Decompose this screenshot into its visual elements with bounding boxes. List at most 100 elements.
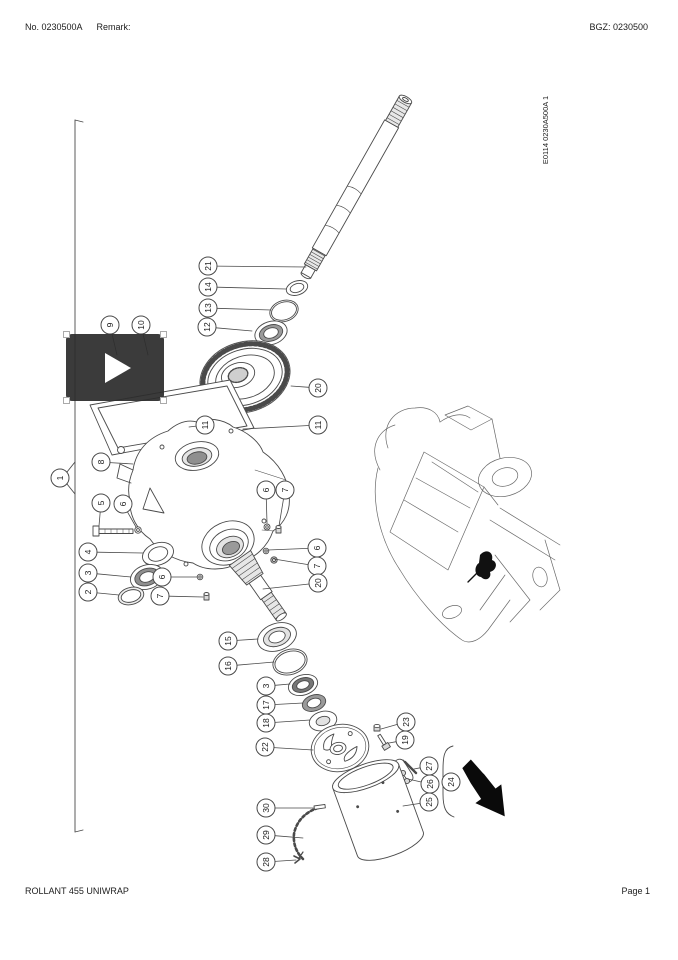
remark-label: Remark: [96,22,131,32]
svg-text:12: 12 [202,322,212,332]
snap-ring-16 [272,648,308,676]
bgz-number: BGZ: 0230500 [589,22,648,32]
callout-3: 3 [256,676,291,696]
callout-28: 28 [256,852,297,872]
ring-2 [117,586,145,606]
svg-text:15: 15 [223,636,233,646]
svg-text:4: 4 [83,549,93,554]
svg-text:23: 23 [401,717,411,727]
washer [134,526,142,534]
svg-text:25: 25 [424,797,434,807]
callout-5: 5 [91,493,111,527]
chain-clip-28 [293,855,301,864]
svg-text:5: 5 [96,500,106,505]
svg-text:20: 20 [313,383,323,393]
svg-text:22: 22 [260,742,270,752]
header-left: No. 0230500A Remark: [25,22,131,32]
callout-8: 8 [91,452,134,472]
svg-text:16: 16 [223,661,233,671]
play-icon[interactable] [105,352,131,383]
output-flange [310,723,370,773]
callout-14: 14 [198,277,287,297]
svg-text:3: 3 [83,570,93,575]
bolt-19 [377,733,391,751]
callout-11: 11 [242,415,328,435]
callout-16: 16 [218,656,275,676]
bearing-15 [257,622,297,652]
svg-text:6: 6 [312,545,322,550]
callout-7: 7 [275,480,295,527]
callout-25: 25 [402,792,439,812]
callout-6: 6 [152,567,198,587]
callout-27: 27 [413,756,439,776]
callout-11: 11 [188,415,215,435]
nut-23 [373,723,381,732]
svg-text:1: 1 [55,475,65,480]
svg-text:27: 27 [424,761,434,771]
resize-handle[interactable] [63,397,70,404]
svg-text:7: 7 [155,593,165,598]
svg-text:10: 10 [136,320,146,330]
callout-2: 2 [78,582,120,602]
callout-30: 30 [256,798,315,818]
svg-text:20: 20 [313,578,323,588]
svg-text:3: 3 [261,683,271,688]
gearbox-location-marker [475,551,496,580]
callout-7: 7 [150,586,204,606]
callout-15: 15 [218,631,259,651]
callout-7: 7 [273,556,327,576]
resize-handle[interactable] [63,331,70,338]
flange-bolt [92,525,134,537]
doc-number: No. 0230500A [25,22,83,32]
svg-text:24: 24 [446,777,456,787]
callout-6: 6 [267,538,327,558]
snap-ring-13 [269,299,299,323]
group-bracket [66,119,84,833]
callout-1: 1 [50,468,70,488]
input-shaft [300,94,413,280]
seal-ring-14 [285,280,309,296]
svg-text:28: 28 [261,857,271,867]
callout-13: 13 [198,298,272,318]
resize-handle[interactable] [160,331,167,338]
svg-text:6: 6 [261,487,271,492]
bearing-3b [287,673,319,697]
callout-24: 24 [441,772,461,792]
svg-text:18: 18 [261,718,271,728]
resize-handle[interactable] [160,397,167,404]
seal-17 [301,694,327,712]
callout-6: 6 [113,494,137,528]
callout-22: 22 [255,737,314,757]
video-player-overlay[interactable] [63,331,167,404]
svg-text:6: 6 [118,501,128,506]
svg-text:2: 2 [83,589,93,594]
model-name: ROLLANT 455 UNIWRAP [25,886,129,896]
callout-20: 20 [262,573,328,593]
svg-text:7: 7 [312,563,322,568]
svg-text:26: 26 [425,779,435,789]
callout-23: 23 [380,712,416,732]
svg-text:17: 17 [261,700,271,710]
svg-text:30: 30 [261,803,271,813]
callout-12: 12 [197,317,253,337]
callout-4: 4 [78,542,144,562]
safety-chain [292,806,320,861]
svg-text:7: 7 [280,487,290,492]
machine-sketch [374,405,561,643]
svg-text:14: 14 [203,282,213,292]
seal-4 [142,541,174,567]
page-number: Page 1 [621,886,650,896]
pinion-shaft [228,550,287,622]
callout-21: 21 [198,256,307,276]
plug-set [196,523,282,601]
svg-text:13: 13 [203,303,213,313]
svg-text:19: 19 [400,735,410,745]
callout-17: 17 [256,695,304,715]
chain-pin-30 [313,804,326,810]
svg-text:21: 21 [203,261,213,271]
svg-text:8: 8 [96,459,106,464]
svg-text:11: 11 [200,420,210,429]
